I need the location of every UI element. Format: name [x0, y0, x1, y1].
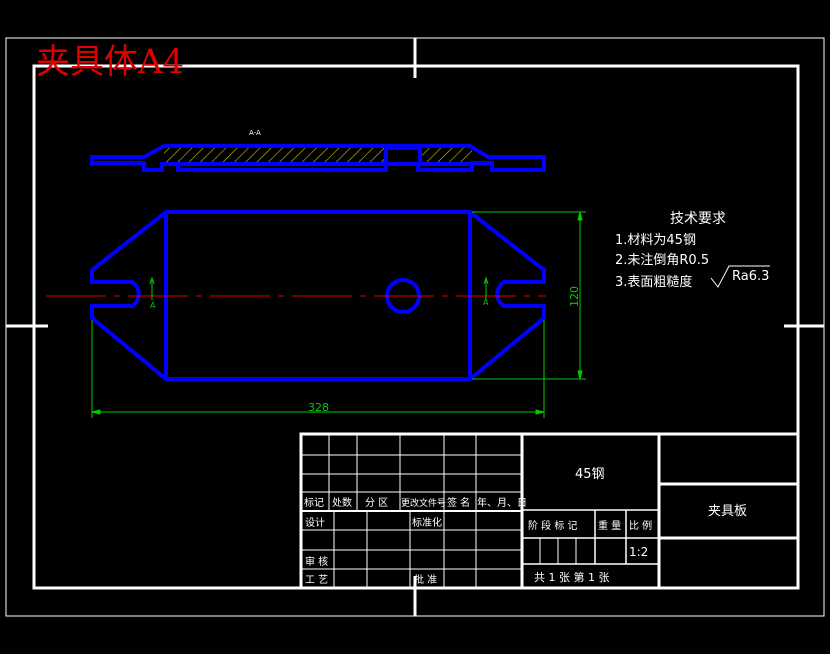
- height-dimension: [472, 211, 586, 380]
- tb-review: 审 核: [305, 555, 328, 568]
- tb-zone: 分 区: [365, 497, 388, 509]
- sheet-outer-frame: [5, 37, 825, 617]
- tb-doc-no: 更改文件号: [401, 497, 446, 509]
- height-dimension-value: 120: [568, 286, 581, 307]
- tb-stage-mark: 阶 段 标 记: [528, 519, 578, 532]
- tb-approve: 批 准: [414, 573, 437, 586]
- section-view: [90, 144, 546, 172]
- hatch-left: [164, 148, 386, 164]
- section-view-label: A-A: [249, 129, 261, 137]
- tb-weight: 重 量: [598, 519, 621, 532]
- hatch-right: [420, 148, 472, 164]
- tb-material: 45钢: [575, 467, 605, 482]
- tb-process: 工 艺: [305, 574, 328, 586]
- tech-req-item-1: 1.材料为45钢: [615, 233, 696, 248]
- tech-req-item-2: 2.未注倒角R0.5: [615, 253, 709, 268]
- tech-req-item-3: 3.表面粗糙度: [615, 274, 692, 290]
- roughness-symbol: [710, 265, 770, 288]
- length-dimension: [91, 320, 545, 418]
- tb-scale-value: 1:2: [629, 545, 648, 559]
- tech-requirements: 技术要求 1.材料为45钢 2.未注倒角R0.5 3.表面粗糙度 Ra6.3: [615, 211, 770, 290]
- tb-design: 设计: [305, 516, 325, 529]
- tb-sign: 签 名: [447, 496, 470, 509]
- plan-view: [46, 210, 546, 381]
- tb-scale-label: 比 例: [629, 519, 652, 532]
- section-arrow-right: [483, 276, 489, 300]
- tb-sheet-info: 共 1 张 第 1 张: [534, 570, 609, 584]
- section-mark-left: A: [150, 301, 156, 310]
- roughness-value: Ra6.3: [732, 269, 769, 284]
- tb-part-name: 夹具板: [708, 504, 747, 519]
- tb-date: 年、月、日: [477, 496, 527, 509]
- title-block-text: 标记 处数 分 区 更改文件号 签 名 年、月、日 设计 标准化 审 核 工 艺…: [304, 467, 747, 586]
- section-arrow-left: [149, 276, 155, 300]
- section-mark-right: A: [483, 298, 489, 307]
- title-block: [299, 432, 800, 590]
- tb-count: 处数: [332, 496, 352, 509]
- drawing-title: 夹具体A4: [36, 42, 184, 82]
- length-dimension-value: 328: [308, 401, 329, 414]
- tb-mark: 标记: [304, 497, 324, 509]
- centering-marks: [6, 38, 824, 616]
- tech-req-title: 技术要求: [670, 211, 726, 227]
- tb-standardize: 标准化: [412, 516, 442, 529]
